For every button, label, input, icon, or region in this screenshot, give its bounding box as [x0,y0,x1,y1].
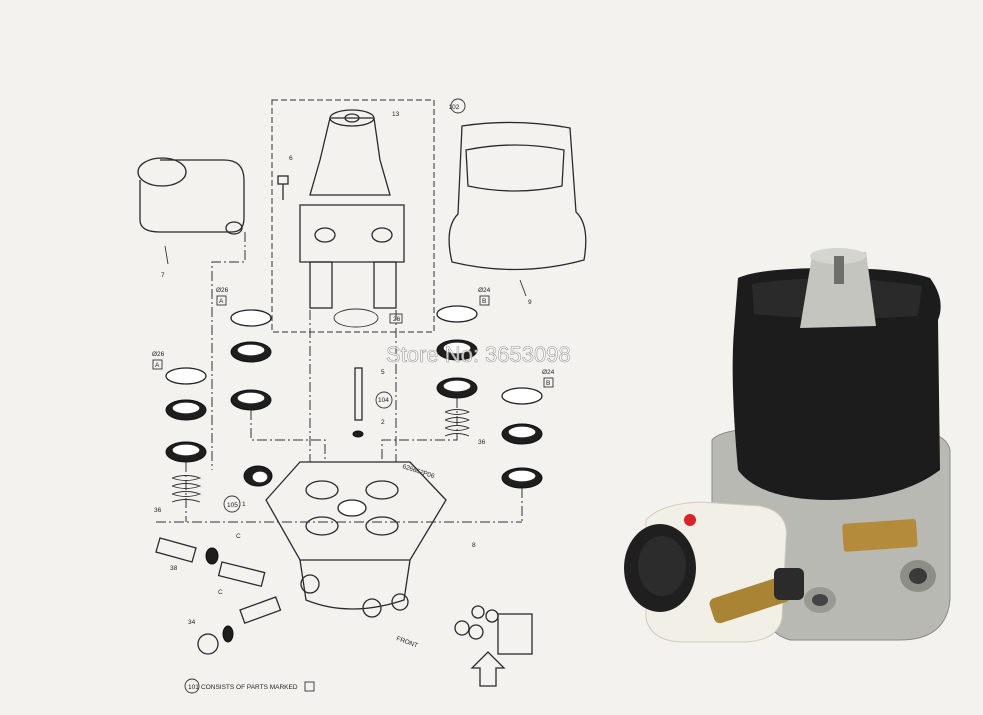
callout-26: 26 [393,316,401,323]
callout-105: 105 [227,502,238,509]
diameter-label-4: Ø24 [542,369,555,376]
callout-6: 6 [289,155,293,162]
front-label: FRONT [395,635,418,649]
fitting-38 [155,537,266,588]
legend-square [304,681,315,692]
ring-stack-right-upper [436,305,478,437]
diameter-label-2: Ø26 [152,351,165,358]
callout-1: 1 [242,501,246,508]
callout-9: 9 [528,299,532,306]
tag-b-lower: B [546,380,550,387]
orientation-inset [454,605,533,687]
boot-outline-9 [448,121,587,297]
seal-105 [243,465,273,487]
assembly-102-outline [271,99,435,333]
tag-c-lower: C [218,589,223,596]
valve-top-part [299,109,405,328]
ring-stack-left-upper [230,309,272,411]
tag-b-upper: B [482,298,486,305]
tag-a-upper: A [219,298,224,305]
part-number: 626662P06 [401,463,435,480]
callout-circles [184,98,466,694]
tag-c-upper: C [236,533,241,540]
callout-34: 34 [188,619,196,626]
callout-2: 2 [381,419,385,426]
screw-6 [277,175,289,200]
plug-34 [197,596,282,655]
callout-104: 104 [378,397,389,404]
diameter-label-1: Ø26 [216,287,229,294]
callout-7: 7 [161,272,165,279]
ring-stack-right-lower [501,387,543,489]
store-watermark: Store No: 3653098 [386,342,571,367]
callout-5: 5 [381,369,385,376]
diameter-label-3: Ø24 [478,287,491,294]
legend-text: CONSISTS OF PARTS MARKED [201,684,298,691]
callout-38: 38 [170,565,178,572]
reservoir-outline-7 [137,157,245,265]
callout-36-right: 36 [478,439,486,446]
tag-a-lower: A [155,362,160,369]
valve-body-8 [265,461,447,618]
callout-8: 8 [472,542,476,549]
product-photo [624,248,951,643]
left-diameter-group [152,295,554,388]
callout-36-left: 36 [154,507,162,514]
assembly-guide-lines [156,232,523,523]
ring-stack-left-lower [165,367,207,503]
pin-5 [352,367,364,438]
callout-13: 13 [392,111,400,118]
callout-101: 101 [188,684,199,691]
callout-102: 102 [449,104,460,111]
